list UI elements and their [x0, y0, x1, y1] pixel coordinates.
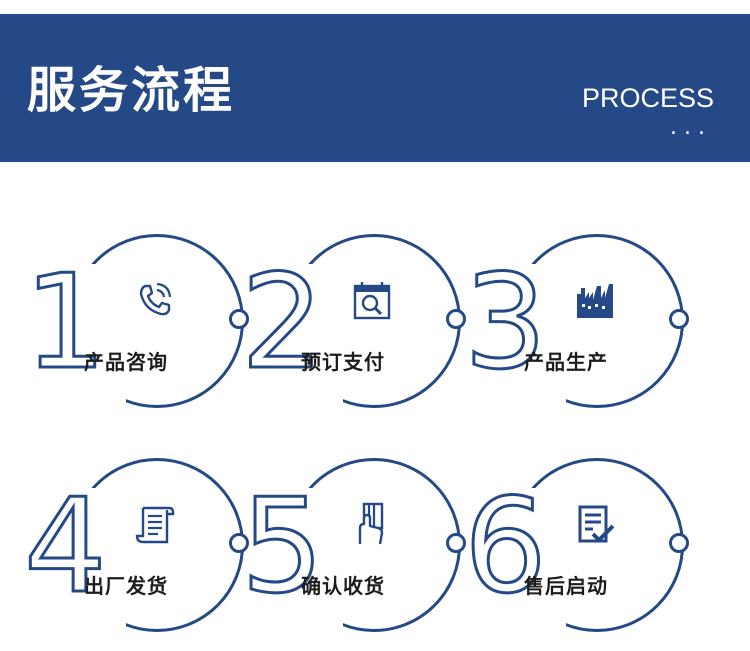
step-number: 1 [23, 245, 109, 400]
process-step-2: 2 预订支付 [227, 234, 466, 414]
hand-card-icon [358, 502, 384, 545]
svg-text:3: 3 [464, 246, 547, 398]
step-number: 4 [23, 469, 109, 624]
step-label: 产品生产 [524, 350, 608, 374]
process-subtitle: PROCESS [581, 83, 714, 113]
checklist-icon [578, 505, 615, 543]
dots-decoration: ... [670, 115, 712, 140]
ring-gap [506, 264, 566, 404]
process-step-3: 3 产品生产 [450, 234, 689, 414]
step-number: 2 [240, 245, 326, 400]
ring-gap [506, 488, 566, 628]
svg-text:6: 6 [464, 470, 547, 622]
svg-text:1: 1 [24, 246, 107, 398]
page-title: 服务流程 [27, 62, 236, 119]
step-connector-knob [669, 309, 689, 329]
step-label: 售后启动 [524, 574, 608, 598]
process-step-5: 5 确认收货 [227, 458, 466, 638]
step-label: 出厂发货 [84, 574, 168, 598]
step-label: 产品咨询 [84, 350, 168, 374]
step-connector-knob [446, 309, 466, 329]
calendar-search-icon [353, 282, 391, 320]
step-number: 6 [463, 469, 549, 624]
header-banner: 服务流程 PROCESS ... [0, 14, 750, 162]
svg-text:4: 4 [24, 470, 107, 622]
phone-icon [139, 282, 172, 316]
step-connector-knob [229, 533, 249, 553]
ring-gap [283, 264, 343, 404]
ring-gap [66, 488, 126, 628]
svg-text:5: 5 [241, 470, 324, 622]
process-step-6: 6 售后启动 [450, 458, 689, 638]
ring-gap [66, 264, 126, 404]
step-label: 确认收货 [301, 574, 385, 598]
step-connector-knob [446, 533, 466, 553]
scroll-document-icon [135, 506, 175, 544]
svg-text:2: 2 [241, 246, 324, 398]
step-number: 5 [240, 469, 326, 624]
ring-gap [283, 488, 343, 628]
step-connector-knob [669, 533, 689, 553]
process-step-4: 4 出厂发货 [10, 458, 249, 638]
step-label: 预订支付 [301, 350, 385, 374]
factory-icon [577, 284, 613, 318]
step-connector-knob [229, 309, 249, 329]
step-number: 3 [463, 245, 549, 400]
process-step-1: 1 产品咨询 [10, 234, 249, 414]
